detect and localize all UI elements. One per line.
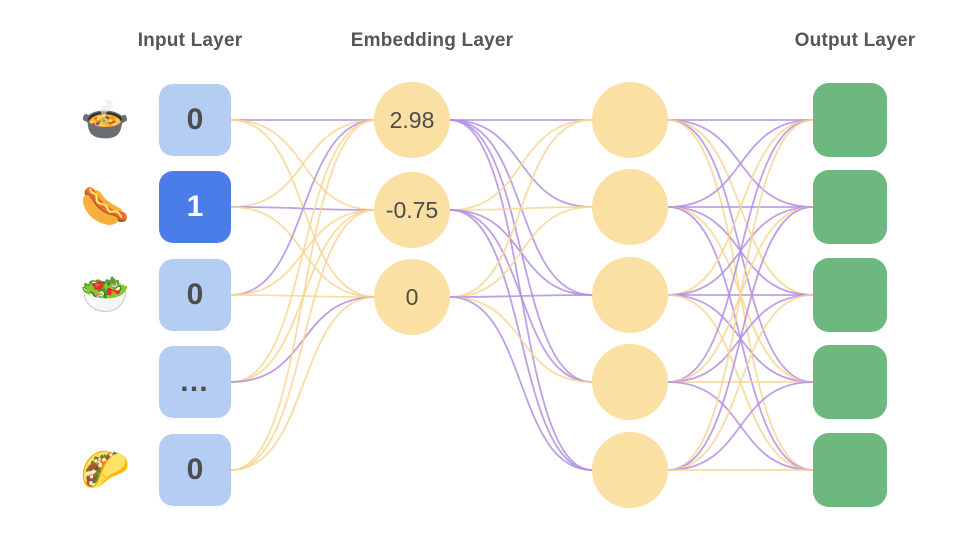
edge xyxy=(449,296,593,383)
hidden-node-0[interactable] xyxy=(592,82,668,158)
edge xyxy=(667,294,814,471)
edge xyxy=(449,206,593,298)
input-value-box-4[interactable]: 0 xyxy=(159,434,231,506)
edge xyxy=(667,206,814,471)
embedding-node-1[interactable]: -0.75 xyxy=(374,172,450,248)
taco-icon: 🌮 xyxy=(80,448,130,492)
output-box-4[interactable] xyxy=(813,433,887,507)
edge xyxy=(667,119,814,208)
layer-title-0: Input Layer xyxy=(137,30,243,51)
edge xyxy=(230,119,377,211)
output-box-0[interactable] xyxy=(813,83,887,157)
layer-title-2: Output Layer xyxy=(794,30,916,51)
edge xyxy=(449,119,593,211)
stew-bowl-icon: 🍲 xyxy=(80,98,130,142)
embedding-node-0[interactable]: 2.98 xyxy=(374,82,450,158)
hidden-node-2[interactable] xyxy=(592,257,668,333)
edge xyxy=(667,119,814,383)
input-value-box-2[interactable]: 0 xyxy=(159,259,231,331)
edge xyxy=(449,119,593,298)
green-salad-icon: 🥗 xyxy=(80,273,130,317)
edge xyxy=(230,296,377,471)
layer-title-1: Embedding Layer xyxy=(350,30,514,51)
input-value-box-3[interactable]: … xyxy=(159,346,231,418)
edge xyxy=(449,294,593,298)
hidden-node-1[interactable] xyxy=(592,169,668,245)
edges-hidden-to-output xyxy=(667,119,814,471)
edge xyxy=(230,119,377,208)
input-value-box-0[interactable]: 0 xyxy=(159,84,231,156)
edge xyxy=(230,119,377,296)
hot-dog-icon: 🌭 xyxy=(80,185,130,229)
edge xyxy=(230,209,377,471)
edge xyxy=(667,381,814,471)
edges-input-to-embedding xyxy=(230,119,377,471)
hidden-node-4[interactable] xyxy=(592,432,668,508)
embedding-node-2[interactable]: 0 xyxy=(374,259,450,335)
output-box-2[interactable] xyxy=(813,258,887,332)
edge xyxy=(230,119,377,471)
hidden-node-3[interactable] xyxy=(592,344,668,420)
input-value-box-1[interactable]: 1 xyxy=(159,171,231,243)
output-box-3[interactable] xyxy=(813,345,887,419)
output-box-1[interactable] xyxy=(813,170,887,244)
edge xyxy=(667,119,814,471)
edges-embedding-to-hidden xyxy=(449,119,593,471)
edge xyxy=(667,119,814,296)
edge xyxy=(449,296,593,471)
edge xyxy=(230,119,377,383)
